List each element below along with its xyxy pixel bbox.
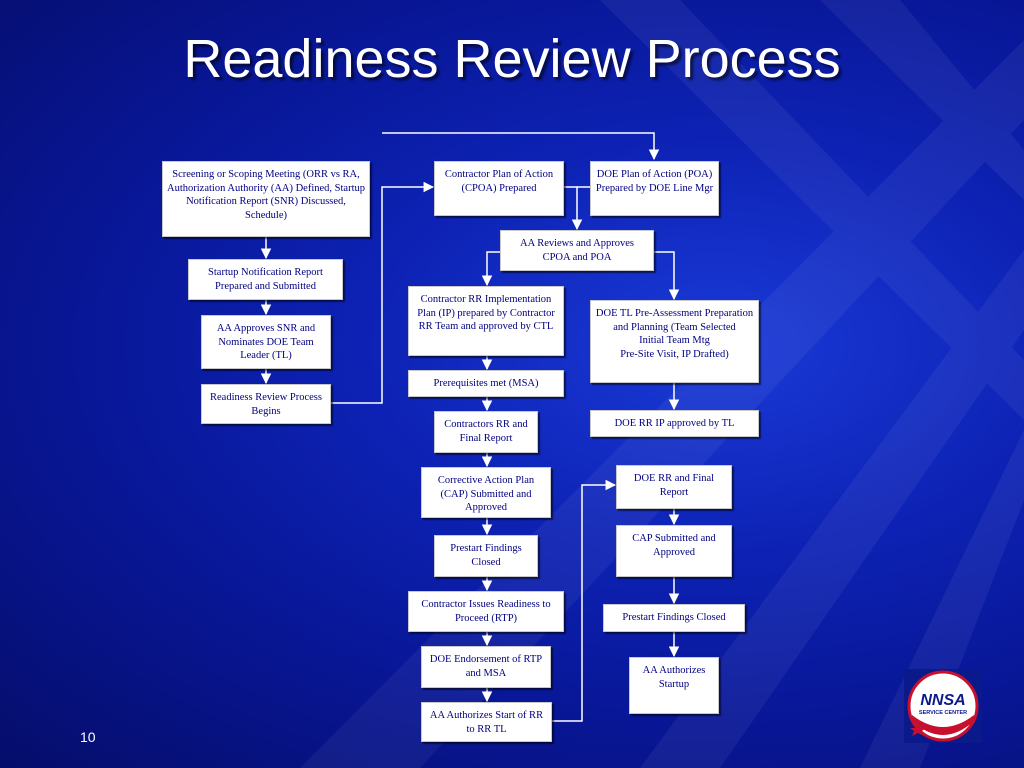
contractor-cpoa-box: Contractor Plan of Action (CPOA) Prepare… bbox=[434, 161, 564, 216]
contractor-ip-box: Contractor RR Implementation Plan (IP) p… bbox=[408, 286, 564, 356]
doe-tl-preassessment-box: DOE TL Pre-Assessment Preparation and Pl… bbox=[590, 300, 759, 383]
prestart-findings-closed-right-box: Prestart Findings Closed bbox=[603, 604, 745, 632]
doe-rr-final-report-box: DOE RR and Final Report bbox=[616, 465, 732, 509]
svg-text:SERVICE CENTER: SERVICE CENTER bbox=[919, 710, 967, 716]
snr-prepared-box: Startup Notification Report Prepared and… bbox=[188, 259, 343, 300]
aa-authorizes-start-box: AA Authorizes Start of RR to RR TL bbox=[421, 702, 552, 742]
nnsa-service-center-logo: NNSA SERVICE CENTER bbox=[904, 669, 982, 743]
doe-poa-box: DOE Plan of Action (POA) Prepared by DOE… bbox=[590, 161, 719, 216]
prerequisites-met-box: Prerequisites met (MSA) bbox=[408, 370, 564, 397]
aa-authorizes-startup-box: AA Authorizes Startup bbox=[629, 657, 719, 714]
page-number: 10 bbox=[80, 729, 96, 745]
prestart-findings-closed-left-box: Prestart Findings Closed bbox=[434, 535, 538, 577]
contractor-rtp-box: Contractor Issues Readiness to Proceed (… bbox=[408, 591, 564, 632]
doe-rr-ip-box: DOE RR IP approved by TL bbox=[590, 410, 759, 437]
screening-meeting-box: Screening or Scoping Meeting (ORR vs RA,… bbox=[162, 161, 370, 237]
rr-process-begins-box: Readiness Review Process Begins bbox=[201, 384, 331, 424]
cap-submitted-right-box: CAP Submitted and Approved bbox=[616, 525, 732, 577]
aa-reviews-box: AA Reviews and Approves CPOA and POA bbox=[500, 230, 654, 271]
slide-title: Readiness Review Process bbox=[183, 29, 841, 89]
aa-approves-snr-box: AA Approves SNR and Nominates DOE Team L… bbox=[201, 315, 331, 369]
svg-text:NNSA: NNSA bbox=[920, 692, 965, 709]
doe-endorsement-box: DOE Endorsement of RTP and MSA bbox=[421, 646, 551, 688]
cap-submitted-box: Corrective Action Plan (CAP) Submitted a… bbox=[421, 467, 551, 518]
contractors-rr-report-box: Contractors RR and Final Report bbox=[434, 411, 538, 453]
